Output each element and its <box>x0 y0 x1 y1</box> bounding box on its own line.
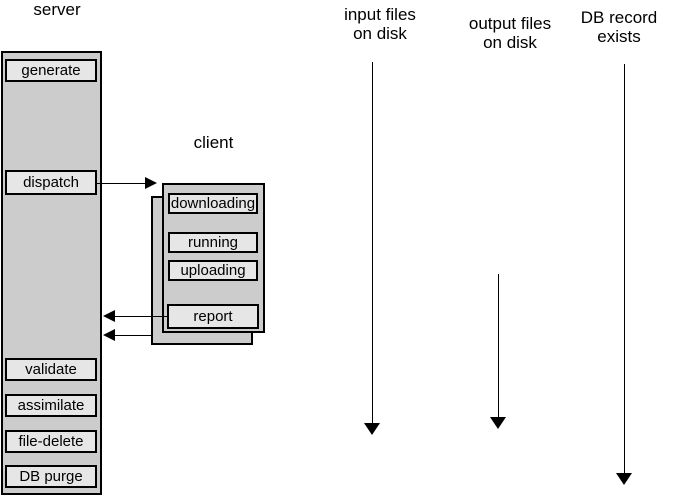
timeline-output-files-label: output files on disk <box>448 14 572 52</box>
timeline-input-files-line2: on disk <box>353 24 407 43</box>
report-arrow-2-line <box>115 335 151 336</box>
server-panel <box>1 51 102 495</box>
timeline-input-files-line1: input files <box>344 5 416 24</box>
timeline-input-files-line <box>372 62 373 423</box>
timeline-output-files-line2: on disk <box>483 33 537 52</box>
timeline-db-record-line1: DB record <box>580 8 658 27</box>
server-box-file-delete: file-delete <box>5 430 97 453</box>
server-box-generate: generate <box>5 59 97 82</box>
client-box-report: report <box>167 304 259 329</box>
timeline-output-files-line <box>498 274 499 417</box>
server-box-dispatch: dispatch <box>5 170 97 195</box>
timeline-db-record-line2: exists <box>597 27 641 46</box>
client-box-running: running <box>168 232 258 253</box>
timeline-input-files-label: input files on disk <box>318 5 442 43</box>
client-title: client <box>193 133 234 152</box>
dispatch-arrow-line <box>97 183 145 184</box>
timeline-input-files-arrowhead-icon <box>364 423 380 435</box>
dispatch-arrowhead-icon <box>145 177 157 189</box>
server-box-db-purge: DB purge <box>5 465 97 488</box>
timeline-output-files-line1: output files <box>468 14 552 33</box>
timeline-db-record-label: DB record exists <box>557 8 679 46</box>
client-box-downloading: downloading <box>168 193 258 214</box>
timeline-db-record-arrowhead-icon <box>616 473 632 485</box>
timeline-output-files-arrowhead-icon <box>490 417 506 429</box>
report-arrow-1-head-icon <box>103 310 115 322</box>
report-arrow-1-line <box>115 316 167 317</box>
server-box-assimilate: assimilate <box>5 394 97 417</box>
client-box-uploading: uploading <box>168 260 258 281</box>
report-arrow-2-head-icon <box>103 329 115 341</box>
server-box-validate: validate <box>5 358 97 381</box>
server-title: server <box>33 0 81 19</box>
timeline-db-record-line <box>624 64 625 473</box>
